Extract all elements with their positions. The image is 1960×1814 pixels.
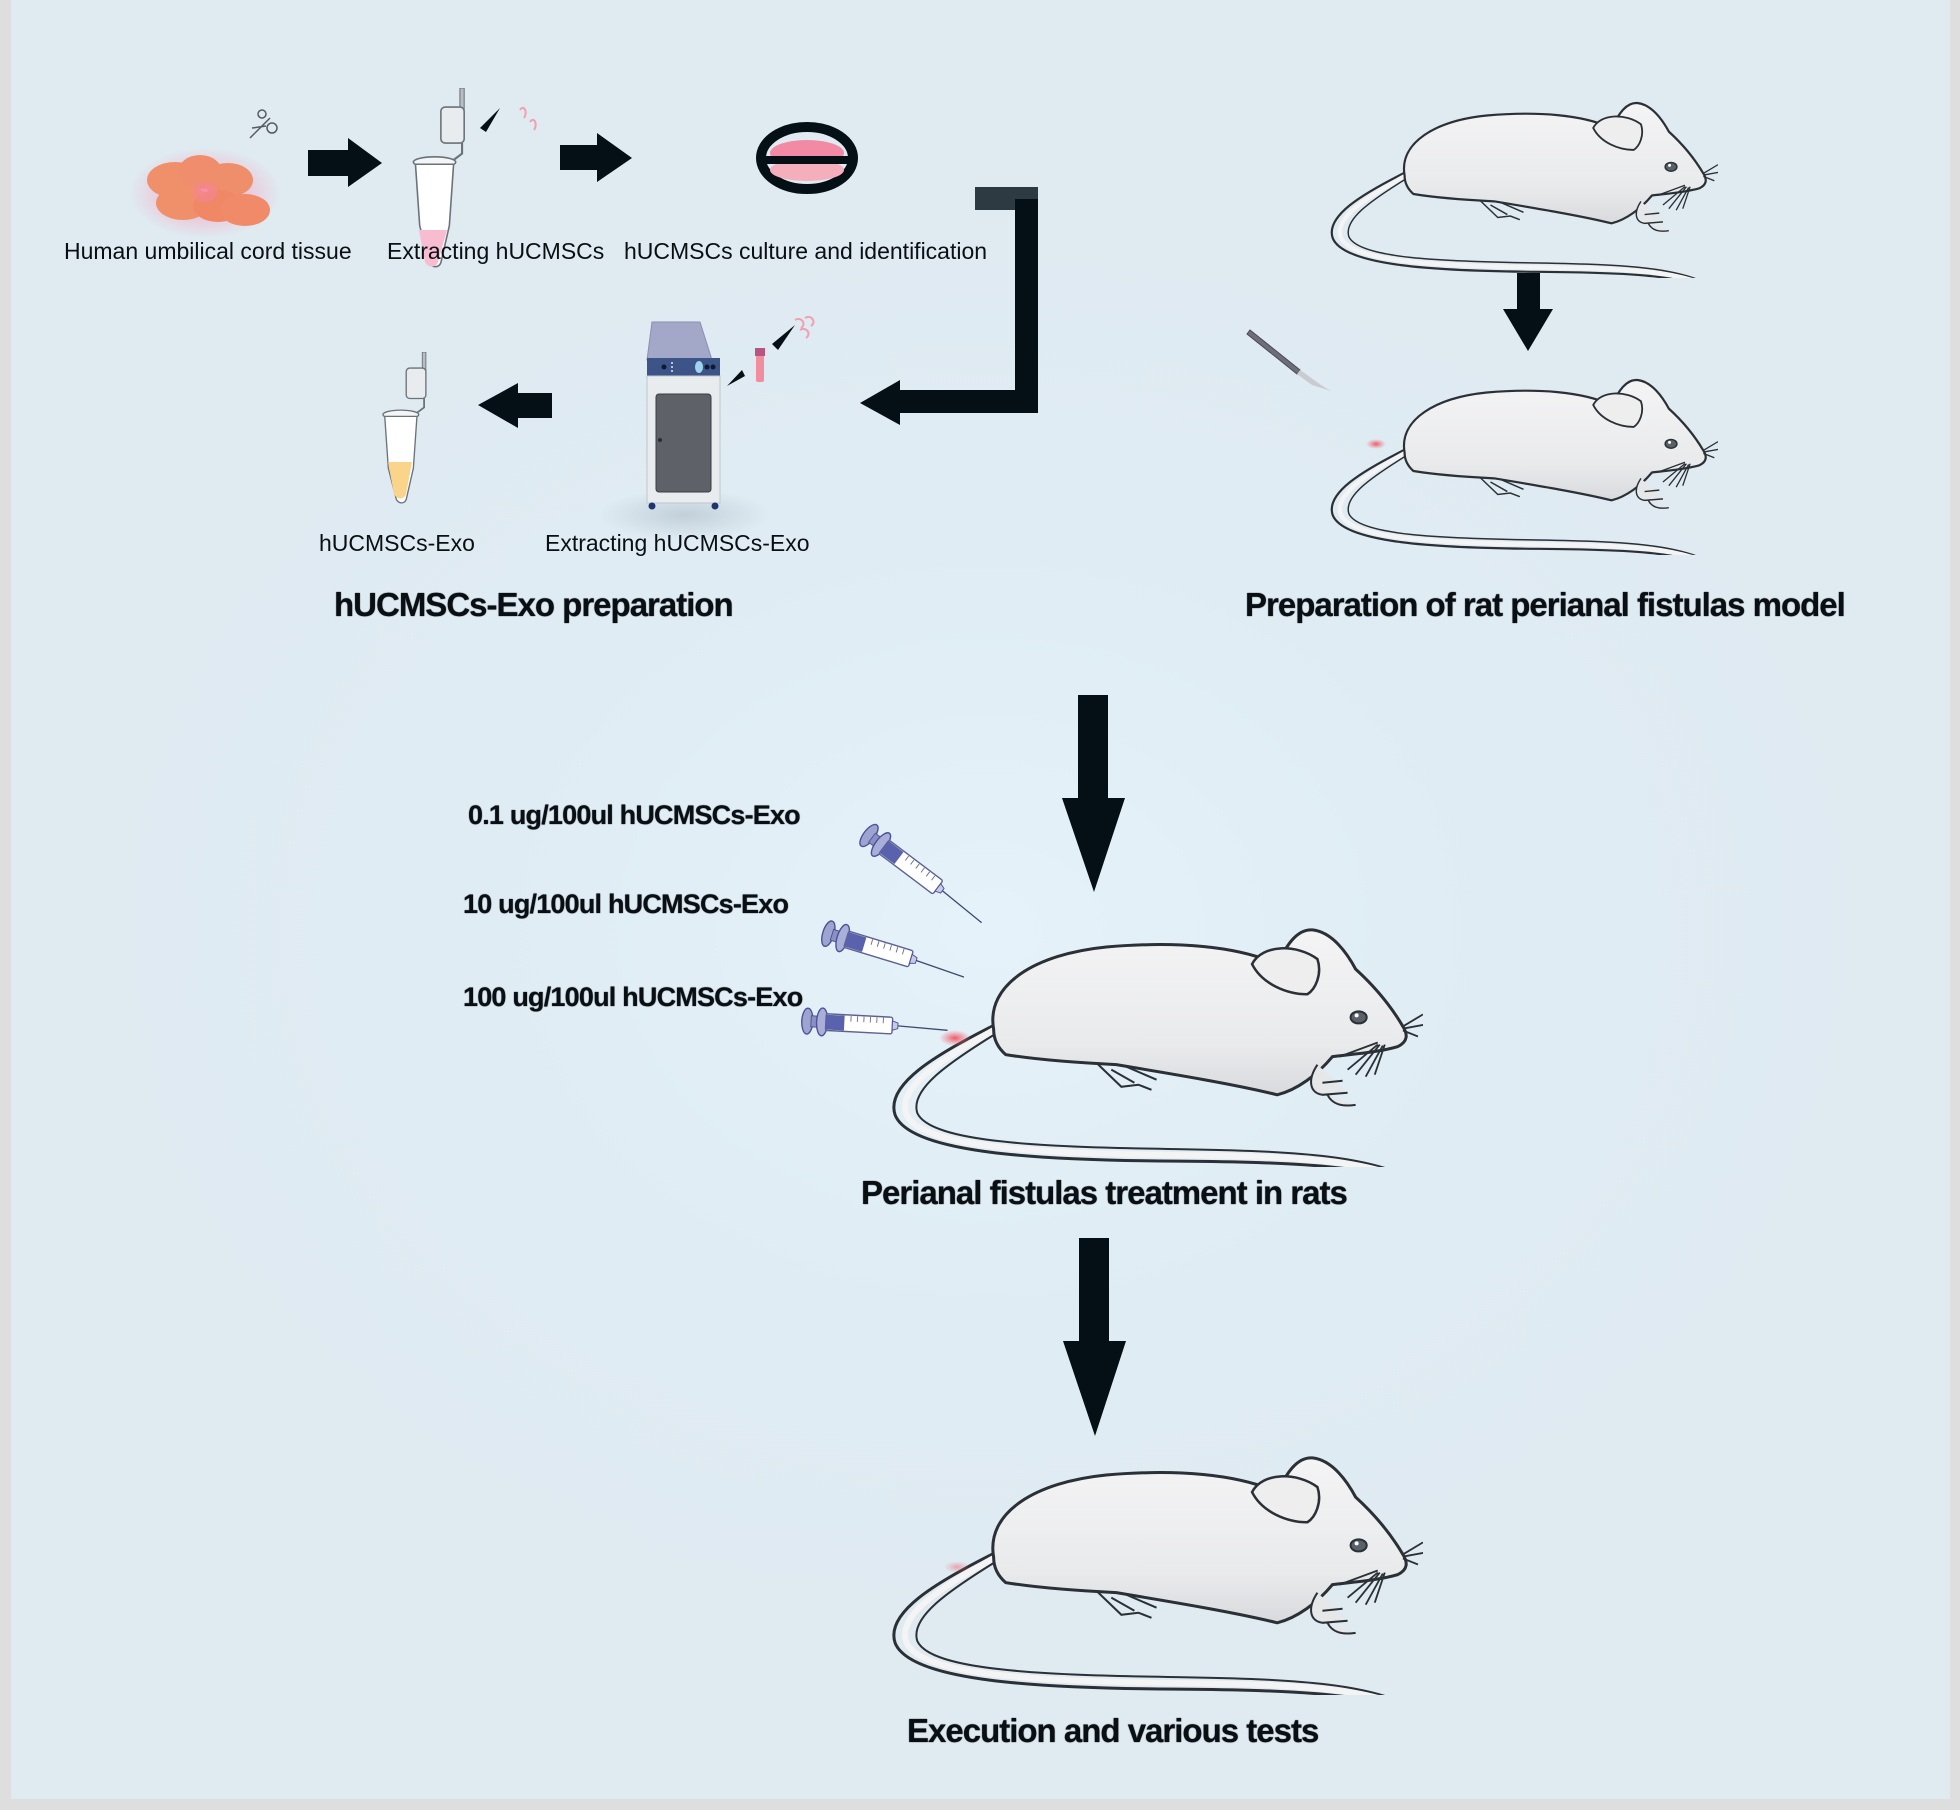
syringe-icon (800, 1006, 949, 1044)
step-label-extracting-exo: Extracting hUCMSCs-Exo (545, 530, 810, 556)
petri-dish-icon (756, 122, 858, 194)
syringe-icon (855, 820, 992, 934)
figure-panel (11, 0, 1950, 1799)
centrifuge-tube-icon (412, 88, 537, 268)
tissue-icon (130, 148, 280, 238)
arrow-left-icon (478, 383, 552, 428)
incubator-icon (646, 316, 815, 510)
rat-icon (1332, 103, 1720, 293)
step-label-culture: hUCMSCs culture and identification (624, 238, 988, 264)
section-title-final: Execution and various tests (907, 1712, 1319, 1749)
fistula-mark-icon (1366, 439, 1386, 449)
rat-icon (894, 930, 1426, 1190)
section-title-exo-preparation: hUCMSCs-Exo preparation (334, 586, 734, 623)
arrow-down-icon (1063, 1238, 1126, 1436)
step-label-tissue: Human umbilical cord tissue (64, 238, 352, 264)
syringe-icon (818, 917, 970, 990)
step-label-exo: hUCMSCs-Exo (319, 530, 475, 556)
rat-icon (894, 1458, 1426, 1718)
dose-label-low: 0.1 ug/100ul hUCMSCs-Exo (468, 800, 801, 830)
section-title-treatment: Perianal fistulas treatment in rats (861, 1174, 1348, 1211)
arrow-down-icon (1503, 273, 1553, 351)
section-title-model: Preparation of rat perianal fistulas mod… (1245, 586, 1846, 623)
arrow-right-icon (308, 138, 382, 187)
connector-arrow-icon (860, 187, 1038, 425)
fistula-mark-icon (944, 1561, 970, 1573)
dose-label-high: 100 ug/100ul hUCMSCs-Exo (463, 982, 803, 1012)
arrow-right-icon (560, 133, 632, 182)
scissors-icon (249, 109, 278, 139)
exosome-tube-icon (382, 352, 427, 504)
arrow-down-icon (1062, 695, 1125, 892)
fistula-mark-icon (939, 1030, 971, 1046)
rat-with-fistula-icon (1332, 380, 1720, 570)
scalpel-icon (1246, 329, 1338, 393)
step-label-extracting-hucmscs: Extracting hUCMSCs (387, 238, 605, 264)
dose-label-mid: 10 ug/100ul hUCMSCs-Exo (463, 889, 789, 919)
